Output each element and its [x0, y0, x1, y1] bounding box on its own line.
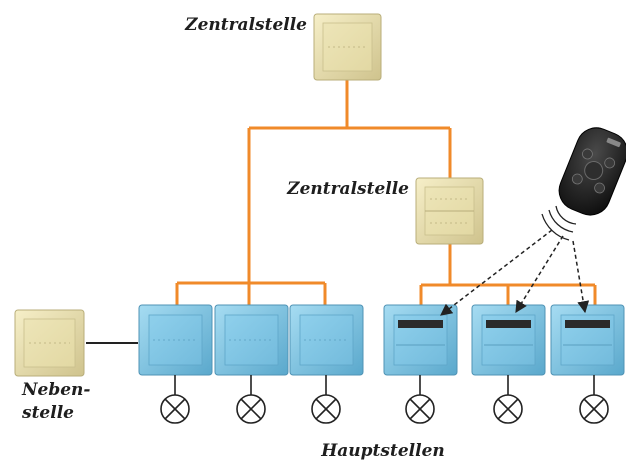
central-unit-top	[313, 13, 382, 81]
lamp-cross-circle-icon	[311, 375, 341, 424]
bus-wiring	[175, 80, 597, 305]
lamp-cross-circle-icon	[579, 375, 609, 424]
main-station-2	[214, 304, 289, 376]
main-stations-label: Hauptstellen	[320, 441, 445, 461]
receiver-bar	[486, 320, 531, 328]
main-station-6	[550, 304, 625, 376]
main-station-4	[383, 304, 458, 376]
auxiliary-station	[14, 309, 85, 377]
radio-arrow	[440, 229, 553, 316]
aux-label-line2: stelle	[21, 403, 74, 423]
radio-arrow	[572, 240, 590, 314]
lamp-cross-circle-icon	[405, 375, 435, 424]
lamp-cross-circle-icon	[160, 375, 190, 424]
receiver-bar	[565, 320, 610, 328]
main-station-5	[471, 304, 546, 376]
receiver-bar	[398, 320, 443, 328]
radio-arrow	[515, 235, 564, 314]
lamp-cross-circle-icon	[493, 375, 523, 424]
radio-wave-icon	[541, 205, 577, 241]
top-central-label: Zentralstelle	[184, 15, 307, 35]
main-station-1	[138, 304, 213, 376]
main-station-3	[289, 304, 364, 376]
remote-control-icon	[558, 127, 626, 216]
mid-central-label: Zentralstelle	[286, 179, 409, 199]
lamp-cross-circle-icon	[236, 375, 266, 424]
aux-label-line1: Neben-	[21, 380, 90, 400]
central-unit-middle	[415, 177, 484, 245]
